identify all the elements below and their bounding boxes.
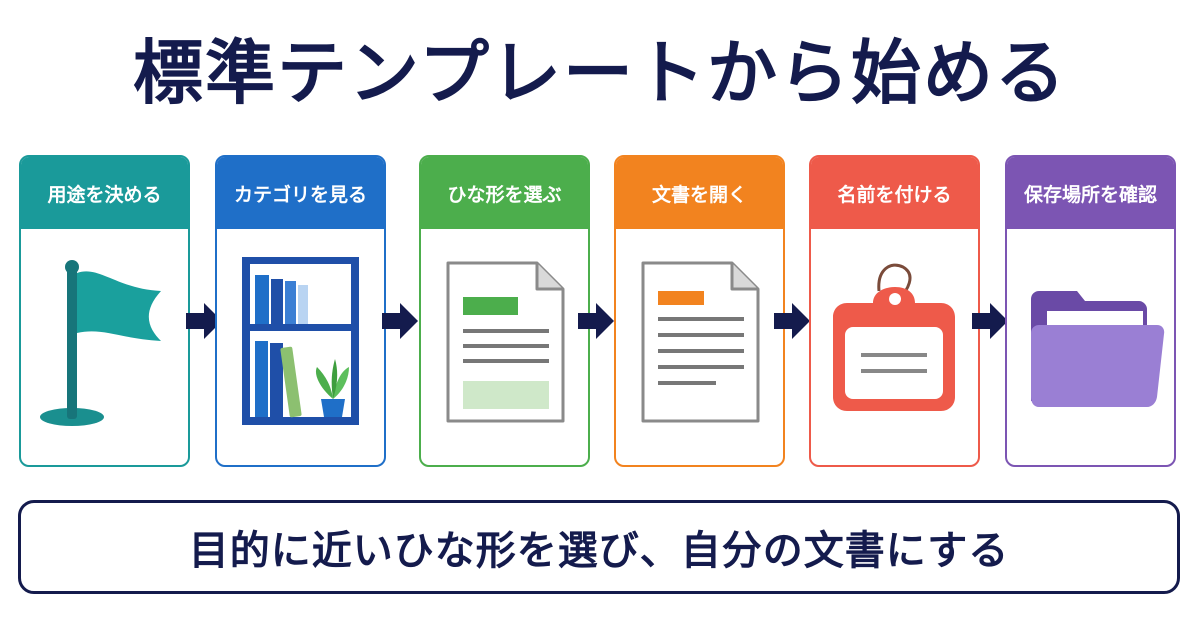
arrow-icon <box>972 301 1008 341</box>
step-card-open: 文書を開く <box>614 155 785 467</box>
step-card-name: 名前を付ける <box>809 155 980 467</box>
arrow-icon <box>186 301 222 341</box>
step-card-category: カテゴリを見る <box>215 155 386 467</box>
step-card-save-location: 保存場所を確認 <box>1005 155 1176 467</box>
template-document-icon <box>421 229 588 465</box>
step-card-purpose: 用途を決める <box>19 155 190 467</box>
step-card-template: ひな形を選ぶ <box>419 155 590 467</box>
page-title: 標準テンプレートから始める <box>133 32 1067 114</box>
summary-banner: 目的に近いひな形を選び、自分の文書にする <box>18 500 1180 594</box>
step-header-purpose: 用途を決める <box>21 157 188 229</box>
arrow-icon <box>382 301 418 341</box>
folder-icon <box>1007 229 1174 465</box>
step-header-open: 文書を開く <box>616 157 783 229</box>
steps-flow: 用途を決める カテゴリを見る <box>0 155 1200 470</box>
arrow-icon <box>774 301 810 341</box>
step-header-template: ひな形を選ぶ <box>421 157 588 229</box>
step-header-name: 名前を付ける <box>811 157 978 229</box>
open-document-icon <box>616 229 783 465</box>
name-tag-icon <box>811 229 978 465</box>
step-header-category: カテゴリを見る <box>217 157 384 229</box>
arrow-icon <box>578 301 614 341</box>
step-header-save-location: 保存場所を確認 <box>1007 157 1174 229</box>
bookshelf-icon <box>217 229 384 465</box>
flag-icon <box>21 229 188 465</box>
